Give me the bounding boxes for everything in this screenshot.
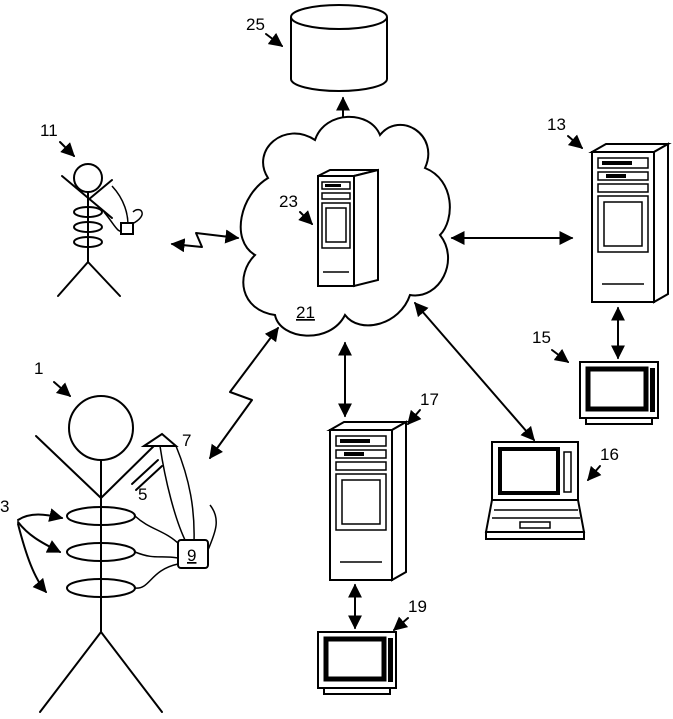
label-antenna: 7 bbox=[182, 431, 191, 450]
pointer-person bbox=[54, 382, 70, 396]
server-right bbox=[592, 144, 668, 302]
label-monitor-right: 15 bbox=[532, 328, 551, 347]
server-central bbox=[318, 170, 378, 286]
wireless-link-clinician bbox=[172, 233, 238, 247]
arrow-network-laptop bbox=[415, 303, 534, 440]
pointer-server-right bbox=[568, 136, 582, 148]
label-device: 9 bbox=[187, 546, 196, 565]
label-person: 1 bbox=[34, 359, 43, 378]
label-server-central: 23 bbox=[279, 192, 298, 211]
pointer-laptop bbox=[588, 466, 600, 480]
pointer-monitor-bottom bbox=[394, 618, 408, 630]
label-clinician: 11 bbox=[40, 121, 58, 140]
pointer-sensor-1 bbox=[18, 515, 62, 521]
clinician-figure bbox=[58, 164, 142, 296]
pointer-server-bottom bbox=[408, 410, 420, 424]
pointer-sensor-3 bbox=[18, 524, 46, 592]
label-wire: 5 bbox=[138, 485, 147, 504]
label-server-right: 13 bbox=[547, 115, 566, 134]
label-server-bottom: 17 bbox=[420, 390, 439, 409]
label-sensors: 3 bbox=[0, 497, 9, 516]
monitoring-device bbox=[135, 446, 216, 588]
monitor-right bbox=[580, 362, 658, 424]
person-figure bbox=[36, 396, 162, 712]
pointer-monitor-right bbox=[552, 350, 568, 362]
label-database: 25 bbox=[246, 15, 265, 34]
pointer-database bbox=[266, 34, 282, 46]
wireless-link-person bbox=[210, 328, 278, 458]
label-laptop: 16 bbox=[600, 445, 619, 464]
server-bottom bbox=[330, 422, 406, 580]
database bbox=[291, 5, 387, 91]
label-monitor-bottom: 19 bbox=[408, 597, 427, 616]
laptop bbox=[486, 442, 584, 539]
monitor-bottom bbox=[318, 632, 396, 694]
label-network: 21 bbox=[296, 303, 315, 322]
pointer-clinician bbox=[60, 142, 74, 156]
